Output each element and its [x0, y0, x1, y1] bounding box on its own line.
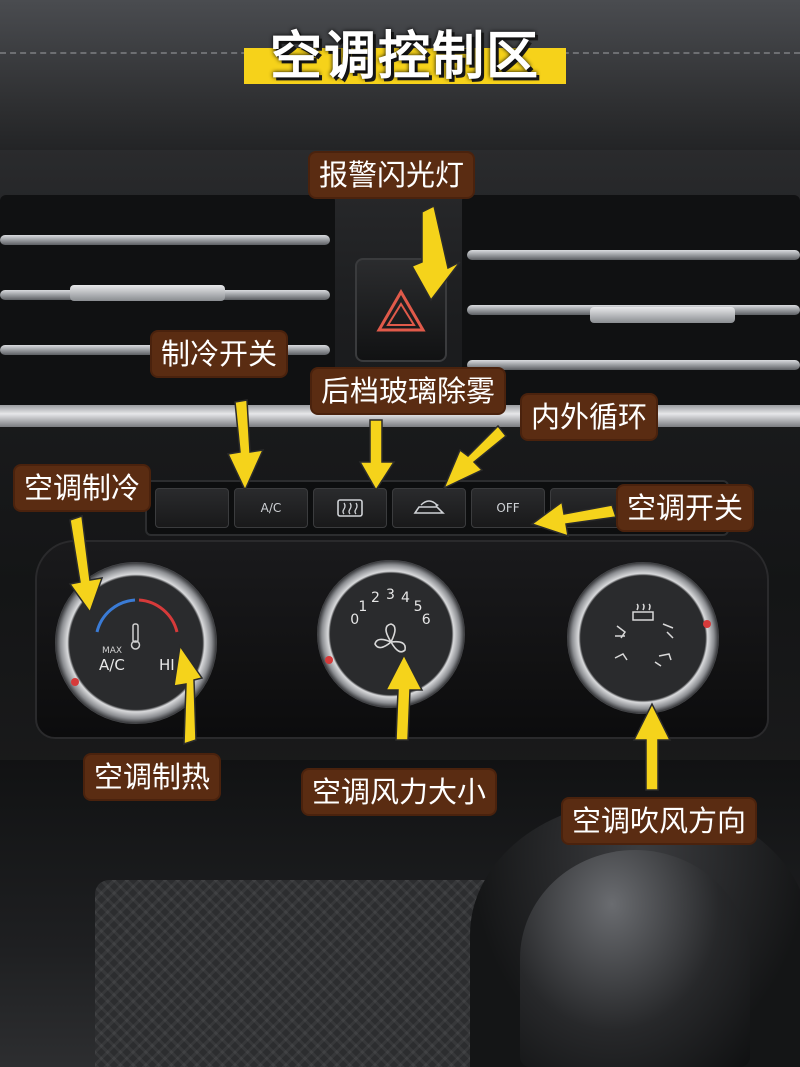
- feet-defrost-icon: [654, 653, 672, 667]
- fan-tick-6: 6: [421, 612, 431, 628]
- feet-icon: [614, 653, 628, 661]
- vent-slat: [467, 360, 800, 370]
- arrow-ac-heating: [173, 644, 204, 746]
- arrow-ac-cooling: [68, 514, 104, 614]
- vent-adjust-tab[interactable]: [590, 307, 735, 323]
- title-highlight: [244, 48, 566, 84]
- arrow-rear-defog: [358, 419, 396, 492]
- arrow-airflow-direction: [632, 702, 672, 791]
- hazard-triangle-icon: [376, 289, 426, 332]
- vent-adjust-tab[interactable]: [70, 285, 225, 301]
- fan-tick-0: 0: [350, 612, 360, 628]
- page-title: 空调控制区: [269, 27, 540, 87]
- knob-indicator-dot: [71, 678, 79, 686]
- label-ac-power: 空调开关: [618, 486, 753, 530]
- arrow-ac-power: [530, 500, 617, 538]
- fan-tick-4: 4: [401, 590, 410, 607]
- face-vent-icon: [662, 623, 674, 639]
- label-cooling-switch: 制冷开关: [152, 332, 287, 376]
- fan-tick-3: 3: [386, 587, 395, 603]
- knob-indicator-dot: [325, 656, 333, 664]
- fan-dial-graphics: [325, 623, 407, 664]
- fan-tick-1: 1: [358, 598, 368, 615]
- airflow-direction-knob[interactable]: [567, 562, 719, 714]
- arrow-cooling-switch: [226, 399, 265, 492]
- vent-slat: [0, 235, 330, 245]
- recirculation-button[interactable]: [392, 488, 466, 528]
- temp-max-label: MAX: [102, 646, 123, 656]
- label-recirculation: 内外循环: [522, 395, 657, 439]
- rubber-mat: [95, 880, 515, 1067]
- face-feet-icon: [615, 625, 627, 639]
- blank-button[interactable]: [155, 488, 229, 528]
- label-ac-cooling: 空调制冷: [15, 466, 150, 510]
- label-ac-heating: 空调制热: [85, 755, 220, 799]
- gear-shifter-knob[interactable]: [520, 850, 750, 1067]
- vent-slat: [467, 250, 800, 260]
- label-airflow-direction: 空调吹风方向: [563, 799, 756, 843]
- right-air-vent: [462, 195, 800, 410]
- rear-defog-button[interactable]: [313, 488, 387, 528]
- label-fan-speed: 空调风力大小: [303, 770, 496, 814]
- temp-ac-label: A/C: [99, 656, 125, 674]
- thermometer-icon: [132, 623, 139, 643]
- arrow-recirculation: [442, 424, 508, 490]
- ac-button-label: A/C: [260, 501, 282, 515]
- airflow-dial-graphics: [614, 603, 711, 667]
- off-button-label: OFF: [496, 501, 520, 515]
- arrow-hazard: [410, 204, 461, 302]
- arrow-fan-speed: [384, 653, 424, 741]
- label-hazard: 报警闪光灯: [310, 153, 474, 197]
- off-button[interactable]: OFF: [471, 488, 545, 528]
- ac-button[interactable]: A/C: [234, 488, 308, 528]
- label-rear-defog: 后档玻璃除雾: [312, 369, 505, 413]
- fan-icon: [374, 623, 407, 653]
- recirculation-icon: [413, 500, 445, 514]
- windshield-defrost-icon: [632, 611, 654, 621]
- fan-tick-5: 5: [413, 598, 423, 615]
- knob-indicator-dot: [703, 620, 711, 628]
- rear-defog-icon: [337, 499, 363, 517]
- fan-tick-2: 2: [370, 590, 380, 607]
- temp-hi-label: HI: [159, 656, 175, 674]
- temperature-dial-graphics: [71, 598, 179, 686]
